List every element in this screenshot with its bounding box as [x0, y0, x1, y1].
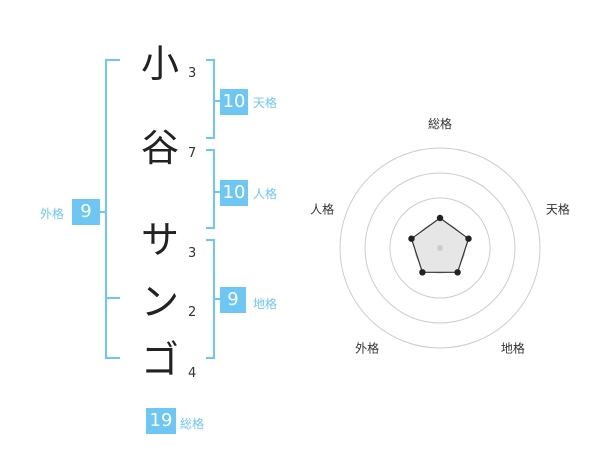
chikaku-value: 9: [220, 287, 246, 313]
gaikaku-label: 外格: [40, 207, 65, 221]
radar-point-1: [436, 214, 444, 222]
radar-axis-label-1: 総格: [428, 116, 452, 131]
stroke-count-2: 7: [188, 146, 197, 161]
radar-center-dot: [437, 245, 443, 251]
radar-ring-2: [389, 197, 491, 299]
stroke-count-1: 3: [188, 66, 197, 81]
radar-axis-label-4: 外格: [355, 340, 379, 355]
stroke-count-4: 2: [188, 305, 197, 320]
name-char-4: ン: [140, 280, 179, 324]
gaikaku-value: 9: [72, 199, 100, 225]
name-char-1: 小: [140, 42, 179, 86]
name-char-5: ゴ: [140, 338, 179, 382]
radar-point-4: [419, 269, 426, 276]
radar-axis-label-2: 天格: [546, 202, 570, 217]
stroke-count-3: 3: [188, 246, 197, 261]
stroke-count-5: 4: [188, 366, 197, 381]
name-char-2: 谷: [140, 126, 179, 170]
name-char-3: サ: [140, 218, 179, 262]
radar-axis-label-3: 地格: [501, 340, 525, 355]
soukaku-label: 総格: [180, 417, 205, 431]
soukaku-value: 19: [146, 408, 176, 434]
radar-ring-4: [339, 147, 541, 349]
chikaku-label: 地格: [253, 297, 278, 311]
jinkaku-label: 人格: [253, 187, 278, 201]
radar-point-5: [408, 235, 415, 242]
radar-ring-3: [364, 172, 516, 324]
tenkaku-value: 10: [220, 89, 248, 115]
jinkaku-value: 10: [220, 180, 248, 206]
radar-point-3: [454, 269, 461, 276]
radar-axis-label-5: 人格: [310, 202, 334, 217]
tenkaku-label: 天格: [253, 96, 278, 110]
radar-point-2: [465, 235, 472, 242]
